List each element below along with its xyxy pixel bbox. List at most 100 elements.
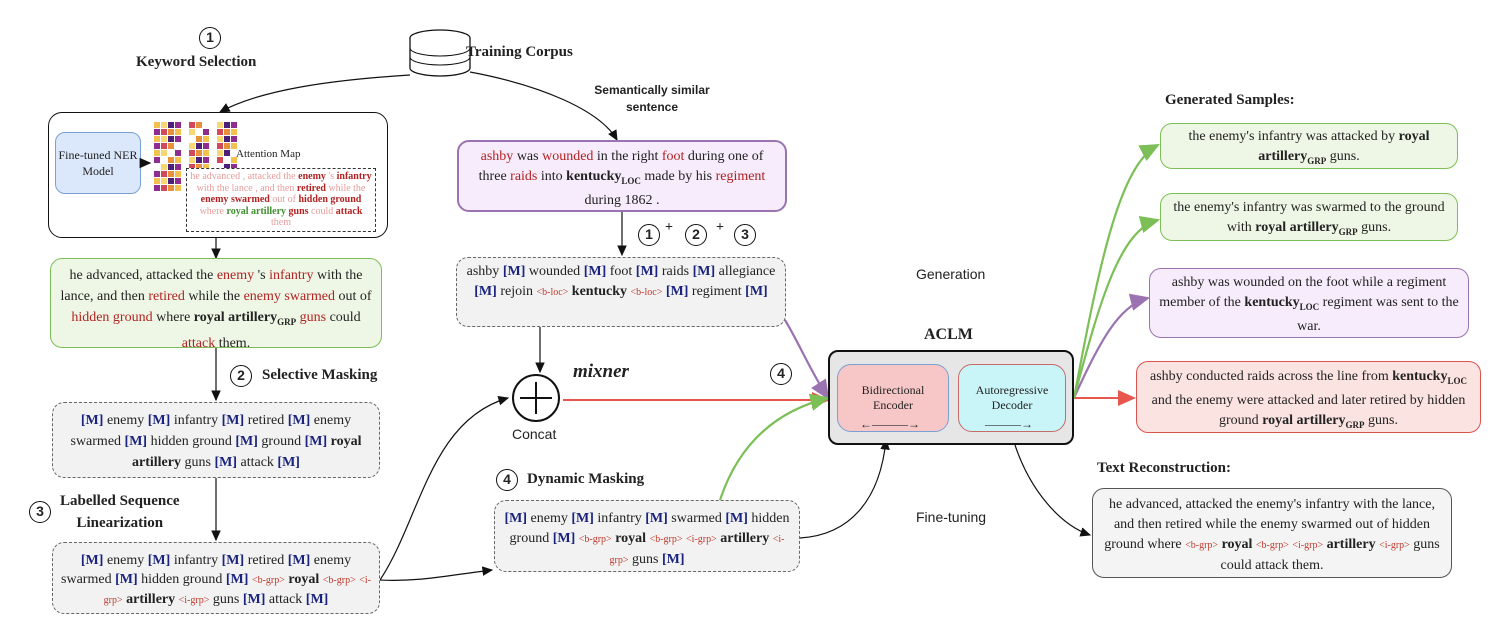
heatmap-cell — [224, 136, 230, 142]
heatmap-cell — [154, 129, 160, 135]
heatmap-cell — [154, 178, 160, 184]
heatmap-cell — [189, 164, 195, 170]
step-4b-marker: 4 — [496, 469, 518, 491]
similar-sentence-box: ashby was wounded in the right foot duri… — [457, 140, 787, 212]
heatmap-cell — [196, 150, 202, 156]
linearized-box: [M] enemy [M] infantry [M] retired [M] e… — [52, 542, 380, 614]
heatmap-cell — [203, 136, 209, 142]
ner-model-box: Fine-tuned NER Model — [55, 132, 141, 194]
heatmap-cell — [175, 122, 181, 128]
heatmap-cell — [196, 157, 202, 163]
heatmap-cell — [196, 122, 202, 128]
attention-text: he advanced , attacked the enemy 's infa… — [186, 168, 376, 232]
heatmap-cell — [203, 157, 209, 163]
mixner-label: mixner — [573, 361, 629, 382]
keyword-selection-title: Keyword Selection — [136, 54, 257, 70]
heatmap-cell — [175, 157, 181, 163]
heatmap-cell — [217, 157, 223, 163]
heatmap-cell — [161, 171, 167, 177]
text-reconstruction-title: Text Reconstruction: — [1097, 460, 1232, 476]
heatmap-cell — [168, 143, 174, 149]
attention-map-label: Attention Map — [236, 148, 301, 160]
heatmap-cell — [168, 185, 174, 191]
heatmap-cell — [189, 129, 195, 135]
heatmap-cell — [161, 129, 167, 135]
step-4-marker: 4 — [770, 363, 792, 385]
plus-a: + — [665, 220, 673, 235]
semantically-similar-label: Semantically similar sentence — [594, 83, 710, 114]
heatmap-cell — [189, 150, 195, 156]
heatmap-cell — [161, 136, 167, 142]
heatmap-cell — [168, 129, 174, 135]
selective-masked-box: [M] enemy [M] infantry [M] retired [M] e… — [52, 402, 380, 478]
step-1-marker: 1 — [199, 27, 221, 49]
heatmap-cell — [203, 164, 209, 170]
fine-tuning-label: Fine-tuning — [916, 509, 987, 525]
heatmap-cell — [196, 136, 202, 142]
heatmap-cell — [231, 136, 237, 142]
bidirectional-encoder-box: Bidirectional Encoder ←———→ — [837, 364, 949, 432]
labelled-sequence-title: Labelled Sequence Linearization — [60, 493, 180, 531]
reconstruction-box: he advanced, attacked the enemy's infant… — [1092, 488, 1452, 578]
heatmap-cell — [161, 178, 167, 184]
heatmap-cell — [168, 157, 174, 163]
aclm-title: ACLM — [924, 326, 973, 343]
generated-sample-3: ashby was wounded on the foot while a re… — [1149, 268, 1469, 338]
heatmap-cell — [231, 122, 237, 128]
step-2b-marker: 2 — [685, 224, 707, 246]
heatmap-cell — [224, 143, 230, 149]
heatmap-cell — [196, 164, 202, 170]
heatmap-cell — [224, 122, 230, 128]
heatmap-cell — [217, 136, 223, 142]
heatmap-cell — [154, 136, 160, 142]
heatmap-cell — [168, 136, 174, 142]
heatmap-cell — [168, 122, 174, 128]
heatmap-cell — [189, 157, 195, 163]
step-2-marker: 2 — [230, 365, 252, 387]
heatmap-cell — [154, 157, 160, 163]
generated-sample-4: ashby conducted raids across the line fr… — [1136, 361, 1481, 433]
heatmap-cell — [217, 143, 223, 149]
generation-label: Generation — [916, 266, 986, 282]
heatmap-cell — [154, 171, 160, 177]
heatmap-cell — [231, 164, 237, 170]
heatmap-cell — [154, 122, 160, 128]
heatmap-cell — [168, 171, 174, 177]
concat-label: Concat — [512, 426, 557, 442]
heatmap-cell — [231, 157, 237, 163]
step-3b-marker: 3 — [734, 224, 756, 246]
heatmap-cell — [224, 129, 230, 135]
dynamic-masking-title: Dynamic Masking — [527, 471, 645, 487]
heatmap-cell — [175, 178, 181, 184]
heatmap-cell — [175, 150, 181, 156]
heatmap-cell — [189, 143, 195, 149]
autoregressive-decoder-box: Autoregressive Decoder ———→ — [958, 364, 1066, 432]
heatmap-cell — [154, 150, 160, 156]
generated-samples-title: Generated Samples: — [1165, 92, 1295, 108]
step-3-marker: 3 — [29, 501, 51, 523]
step-1b-marker: 1 — [638, 224, 660, 246]
heatmap-cell — [175, 164, 181, 170]
concat-symbol — [512, 374, 560, 422]
heatmap-cell — [161, 122, 167, 128]
heatmap-cell — [175, 171, 181, 177]
heatmap-cell — [217, 122, 223, 128]
heatmap-cell — [203, 143, 209, 149]
heatmap-cell — [224, 164, 230, 170]
heatmap-cell — [196, 143, 202, 149]
heatmap-cell — [217, 129, 223, 135]
heatmap-cell — [168, 178, 174, 184]
heatmap-cell — [203, 150, 209, 156]
selective-masking-title: Selective Masking — [262, 367, 378, 383]
heatmap-cell — [189, 122, 195, 128]
original-sentence-box: he advanced, attacked the enemy 's infan… — [50, 258, 382, 351]
heatmap-cell — [224, 150, 230, 156]
heatmap-cell — [231, 143, 237, 149]
heatmap-cell — [161, 164, 167, 170]
heatmap-cell — [175, 136, 181, 142]
heatmap-cell — [161, 185, 167, 191]
heatmap-cell — [161, 150, 167, 156]
generated-sample-1: the enemy's infantry was attacked by roy… — [1160, 123, 1458, 169]
